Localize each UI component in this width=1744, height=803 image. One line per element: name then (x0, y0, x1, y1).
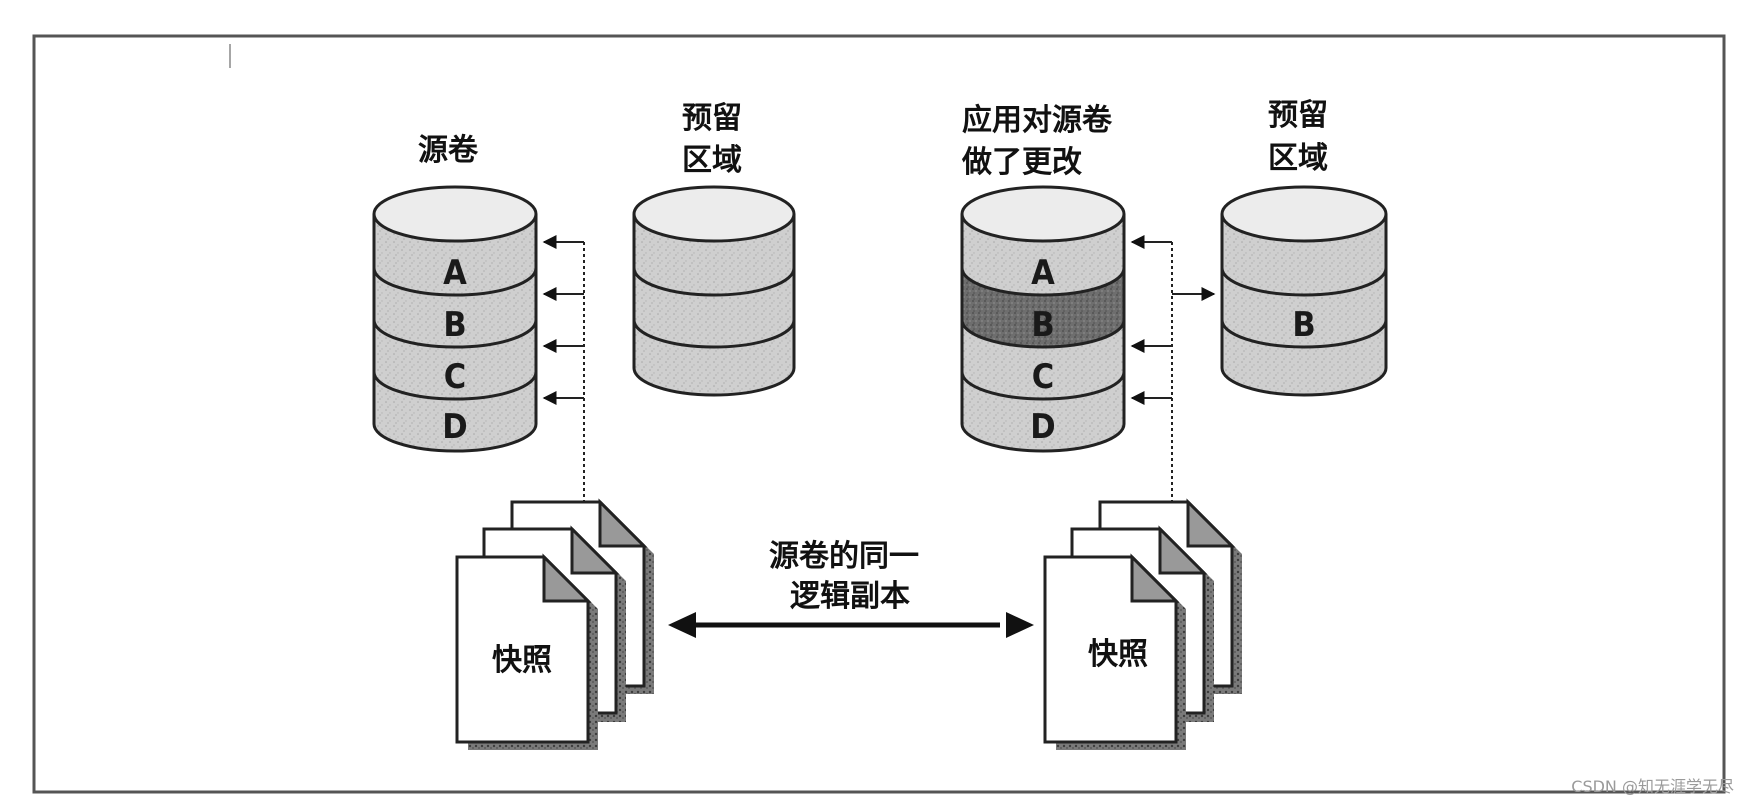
reserved-area-right-label-line1: 预留 (1268, 98, 1328, 133)
right-segment-a: A (1031, 253, 1055, 293)
modified-source-label-line1: 应用对源卷 (962, 103, 1113, 138)
frame-border (32, 34, 1726, 794)
right-segment-c: C (1032, 357, 1054, 397)
source-volume-label: 源卷 (418, 133, 479, 168)
reserved-area-left-label-line2: 区域 (682, 143, 742, 178)
left-snapshot-label: 快照 (492, 643, 552, 678)
modified-source-label-line2: 做了更改 (961, 145, 1082, 180)
right-reserved-area-cylinder: B (1220, 185, 1388, 397)
same-logical-copy-label-line1: 源卷的同一 (769, 539, 919, 574)
right-segment-b-modified: B (1031, 305, 1054, 345)
left-segment-a: A (443, 253, 467, 293)
left-segment-b: B (443, 305, 466, 345)
right-snapshot-label: 快照 (1088, 637, 1148, 672)
right-reserved-segment-b: B (1292, 305, 1315, 345)
reserved-area-right-label-line2: 区域 (1268, 141, 1328, 176)
right-modified-source-cylinder: A B C D (960, 185, 1126, 453)
left-reserved-area-cylinder (632, 185, 796, 397)
right-snapshot-pointers (1130, 235, 1216, 506)
left-segment-c: C (444, 357, 466, 397)
same-logical-copy-arrow (668, 612, 1034, 638)
left-source-volume-cylinder: A B C D (372, 185, 538, 453)
watermark: CSDN @知无涯学无尽 (1571, 777, 1734, 796)
same-logical-copy-label-line2: 逻辑副本 (790, 579, 910, 614)
left-segment-d: D (442, 407, 467, 447)
right-snapshot-document-stack (1043, 498, 1242, 750)
left-snapshot-pointers (542, 235, 585, 506)
reserved-area-left-label-line1: 预留 (682, 101, 742, 136)
right-segment-d: D (1030, 407, 1055, 447)
left-snapshot-document-stack (455, 498, 654, 750)
